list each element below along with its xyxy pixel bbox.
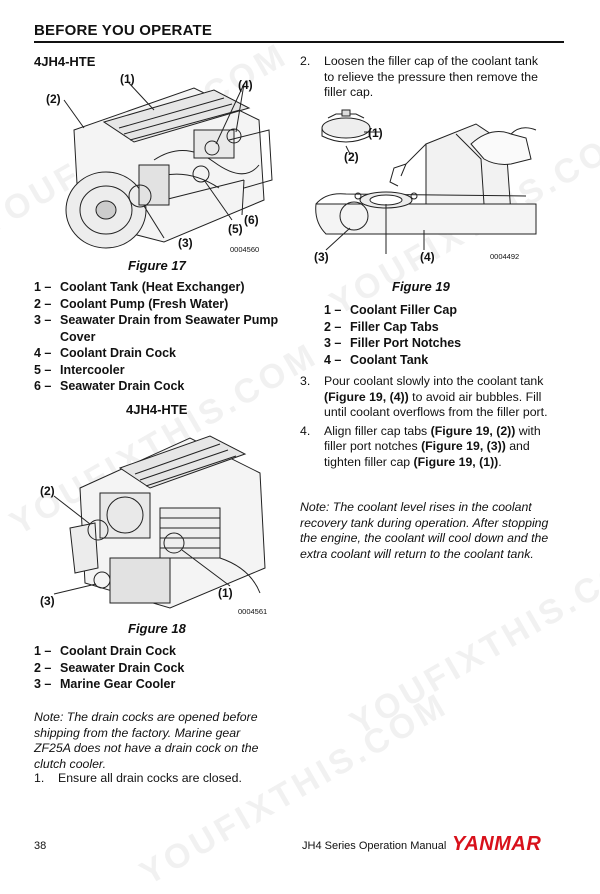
page-number: 38 (34, 840, 47, 852)
figure-18-caption: Figure 18 (128, 621, 186, 636)
fig17-callout-6: (6) (244, 213, 259, 227)
legend-item: 1 –Coolant Tank (Heat Exchanger) (34, 280, 245, 294)
fig18-callout-1: (1) (218, 586, 233, 600)
fig18-callout-3: (3) (40, 594, 55, 608)
fig17-model: 4JH4-HTE (34, 54, 96, 69)
fig19-callout-3: (3) (314, 250, 329, 264)
legend-item: 1 –Coolant Drain Cock (34, 644, 176, 658)
right-steps: 3. Pour coolant slowly into the coolant … (300, 374, 548, 473)
step-item: 4. Align filler cap tabs (Figure 19, (2)… (300, 423, 541, 469)
fig17-callout-5: (5) (228, 222, 243, 236)
legend-item: 2 –Coolant Pump (Fresh Water) (34, 296, 229, 311)
legend-item: 3 –Filler Port Notches (324, 336, 462, 350)
fig17-callout-1: (1) (120, 72, 135, 86)
left-note: Note: The drain cocks are opened before … (34, 710, 259, 771)
fig18-code: 0004561 (238, 607, 268, 616)
legend-item: 3 –Marine Gear Cooler (34, 677, 176, 691)
fig17-callout-3: (3) (178, 236, 193, 250)
figure-19-illustration (315, 109, 537, 254)
fig19-callout-1: (1) (368, 126, 383, 140)
section-title: BEFORE YOU OPERATE (34, 22, 213, 39)
manual-title: JH4 Series Operation Manual (302, 840, 447, 852)
fig17-callout-2: (2) (46, 92, 61, 106)
legend-item: 1 –Coolant Filler Cap (324, 303, 457, 317)
figure-19-legend: 1 –Coolant Filler Cap 2 –Filler Cap Tabs… (324, 302, 564, 368)
figure-17-legend: 1 –Coolant Tank (Heat Exchanger) 2 –Cool… (34, 279, 284, 395)
fig19-callout-2: (2) (344, 150, 359, 164)
right-step-2: 2.Loosen the filler cap of the coolant t… (300, 54, 550, 104)
right-note: Note: The coolant level rises in the coo… (300, 500, 549, 561)
legend-item: 2 –Seawater Drain Cock (34, 660, 185, 675)
fig18-model: 4JH4-HTE (126, 402, 188, 417)
fig19-code: 0004492 (490, 252, 520, 261)
left-steps: 1.Ensure all drain cocks are closed. (34, 771, 284, 790)
fig17-code: 0004560 (230, 245, 260, 254)
legend-item: 5 –Intercooler (34, 362, 125, 377)
legend-item: 3 –Seawater Drain from Seawater Pump Cov… (34, 313, 279, 344)
figure-18-legend: 1 –Coolant Drain Cock 2 –Seawater Drain … (34, 643, 284, 693)
fig18-callout-2: (2) (40, 484, 55, 498)
step-item: 3. Pour coolant slowly into the coolant … (300, 374, 548, 419)
step-item: 2.Loosen the filler cap of the coolant t… (300, 54, 538, 99)
legend-item: 6 –Seawater Drain Cock (34, 379, 185, 393)
fig17-callout-4: (4) (238, 78, 253, 92)
step-item: 1.Ensure all drain cocks are closed. (34, 771, 242, 785)
legend-item: 4 –Coolant Drain Cock (34, 346, 176, 360)
yanmar-logo: YANMAR (452, 833, 542, 855)
figure-17-engine-illustration (63, 81, 273, 249)
figure-18-engine-illustration (53, 435, 266, 609)
fig19-callout-4: (4) (420, 250, 435, 264)
figure-19-caption: Figure 19 (392, 279, 450, 294)
legend-item: 2 –Filler Cap Tabs (324, 319, 439, 334)
title-rule (34, 41, 564, 43)
legend-item: 4 –Coolant Tank (324, 352, 429, 367)
watermark: YOUFIXTHIS.COM (343, 535, 600, 743)
figure-17-caption: Figure 17 (128, 258, 186, 273)
